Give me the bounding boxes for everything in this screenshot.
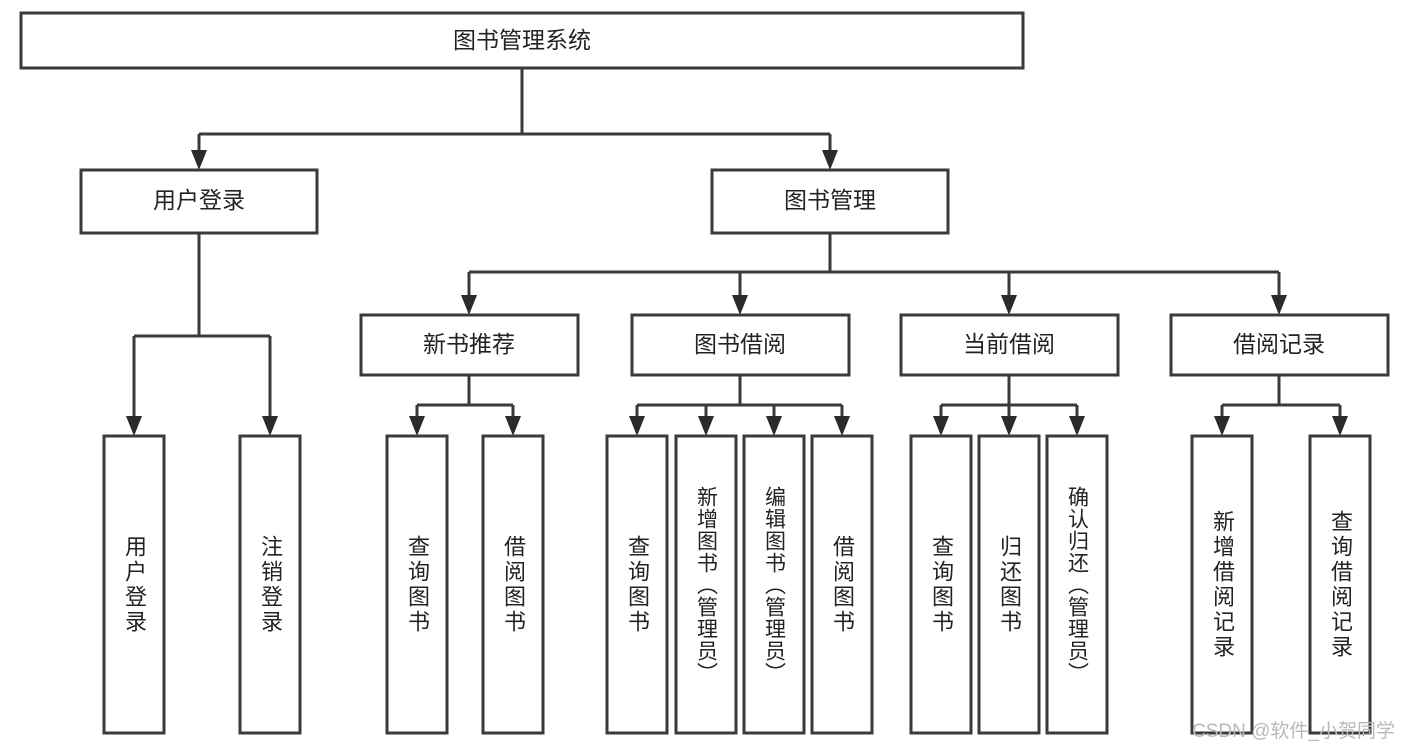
edge-bookborrow-to-leaves	[629, 375, 850, 436]
node-book-management[interactable]: 图书管理	[710, 168, 950, 235]
node-current-borrow-label: 当前借阅	[963, 331, 1055, 357]
leaf-box-current-borrow-1[interactable]	[909, 434, 973, 735]
edge-bookmgmt-to-level3	[461, 233, 1287, 315]
leaf-box-borrow-record-2[interactable]	[1308, 434, 1372, 735]
node-book-management-label: 图书管理	[784, 187, 876, 213]
leaf-box-user-login-1[interactable]	[102, 434, 166, 735]
leaf-box-book-borrow-3[interactable]	[742, 434, 806, 735]
edge-newbook-to-leaves	[409, 375, 521, 436]
leaf-box-book-borrow-2[interactable]	[674, 434, 738, 735]
node-user-login-label: 用户登录	[153, 187, 245, 213]
node-book-borrow-label: 图书借阅	[694, 331, 786, 357]
node-user-login[interactable]: 用户登录	[79, 168, 319, 235]
node-root-label: 图书管理系统	[453, 27, 591, 53]
leaf-box-book-borrow-1[interactable]	[605, 434, 669, 735]
leaf-box-user-login-2[interactable]	[238, 434, 302, 735]
leaf-box-borrow-record-1[interactable]	[1190, 434, 1254, 735]
edge-userlogin-to-leaves	[126, 232, 278, 436]
edge-borrowrecord-to-leaves	[1214, 375, 1348, 436]
leaf-box-book-borrow-4[interactable]	[810, 434, 874, 735]
node-borrow-record-label: 借阅记录	[1233, 331, 1325, 357]
node-book-borrow[interactable]: 图书借阅	[630, 313, 851, 377]
leaf-box-current-borrow-3[interactable]	[1045, 434, 1109, 735]
edge-root-to-level2	[191, 68, 838, 170]
node-current-borrow[interactable]: 当前借阅	[899, 313, 1120, 377]
node-root[interactable]: 图书管理系统	[19, 11, 1025, 70]
leaf-box-new-book-1[interactable]	[385, 434, 449, 735]
leaf-box-new-book-2[interactable]	[481, 434, 545, 735]
node-new-book-recommend[interactable]: 新书推荐	[359, 313, 580, 377]
leaf-box-current-borrow-2[interactable]	[977, 434, 1041, 735]
node-borrow-record[interactable]: 借阅记录	[1169, 313, 1390, 377]
edge-currentborrow-to-leaves	[933, 375, 1085, 436]
node-new-book-recommend-label: 新书推荐	[423, 331, 515, 357]
